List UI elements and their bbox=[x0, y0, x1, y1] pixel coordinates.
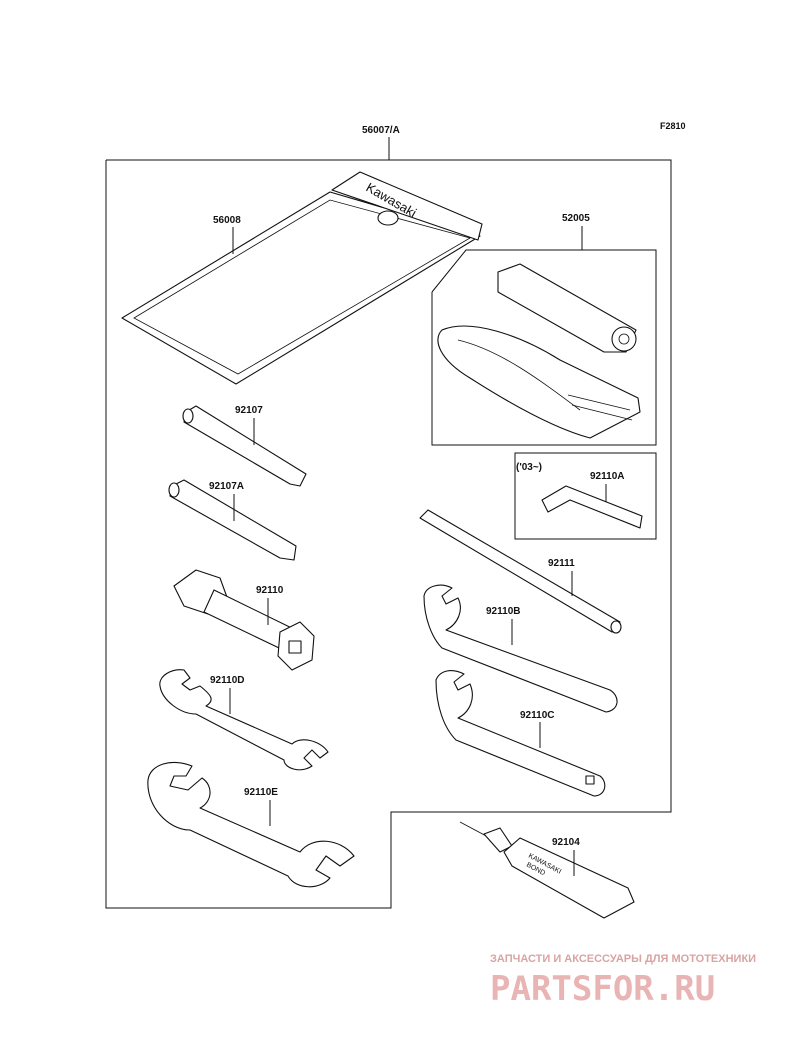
wrench-92110d-illustration bbox=[159, 669, 329, 771]
label-92107a: 92107A bbox=[209, 481, 244, 492]
watermark-tagline: ЗАПЧАСТИ И АКСЕССУАРЫ ДЛЯ МОТОТЕХНИКИ bbox=[490, 953, 756, 965]
label-92111: 92111 bbox=[548, 558, 575, 569]
watermark-site: PARTSFOR.RU bbox=[490, 969, 715, 1009]
spanner-92110c-illustration bbox=[435, 670, 606, 797]
wrench-92110e-illustration bbox=[147, 762, 355, 888]
label-92110e: 92110E bbox=[244, 787, 278, 798]
tool-kit-outline bbox=[105, 159, 672, 909]
label-92110c: 92110C bbox=[520, 710, 554, 721]
label-92107: 92107 bbox=[235, 405, 263, 416]
label-92110d: 92110D bbox=[210, 675, 244, 686]
label-56008: 56008 bbox=[213, 215, 241, 226]
hex-key-callout-box bbox=[514, 452, 657, 540]
label-92110a: 92110A bbox=[590, 471, 624, 482]
assembly-label: 56007/A bbox=[362, 125, 400, 136]
hex-key-year-note: ('03~) bbox=[516, 462, 542, 473]
label-92110b: 92110B bbox=[486, 606, 520, 617]
label-52005: 52005 bbox=[562, 213, 590, 224]
screwdriver-92107a-illustration bbox=[168, 479, 297, 561]
label-92104: 92104 bbox=[552, 837, 580, 848]
hex-key-92110a-illustration bbox=[541, 485, 643, 529]
spanner-92110b-illustration bbox=[423, 584, 618, 713]
screwdriver-92107-illustration bbox=[182, 405, 307, 487]
label-92110: 92110 bbox=[256, 585, 284, 596]
owners-manual-illustration: Kawasaki bbox=[121, 171, 483, 385]
pouch-callout-box bbox=[431, 249, 657, 446]
bond-tube-92104-illustration: KAWASAKI BOND bbox=[459, 821, 635, 919]
plug-wrench-92110-illustration bbox=[173, 569, 315, 671]
pouch-illustration bbox=[437, 263, 641, 439]
figure-code: F2810 bbox=[660, 121, 686, 131]
extension-bar-92111-illustration bbox=[419, 509, 622, 634]
